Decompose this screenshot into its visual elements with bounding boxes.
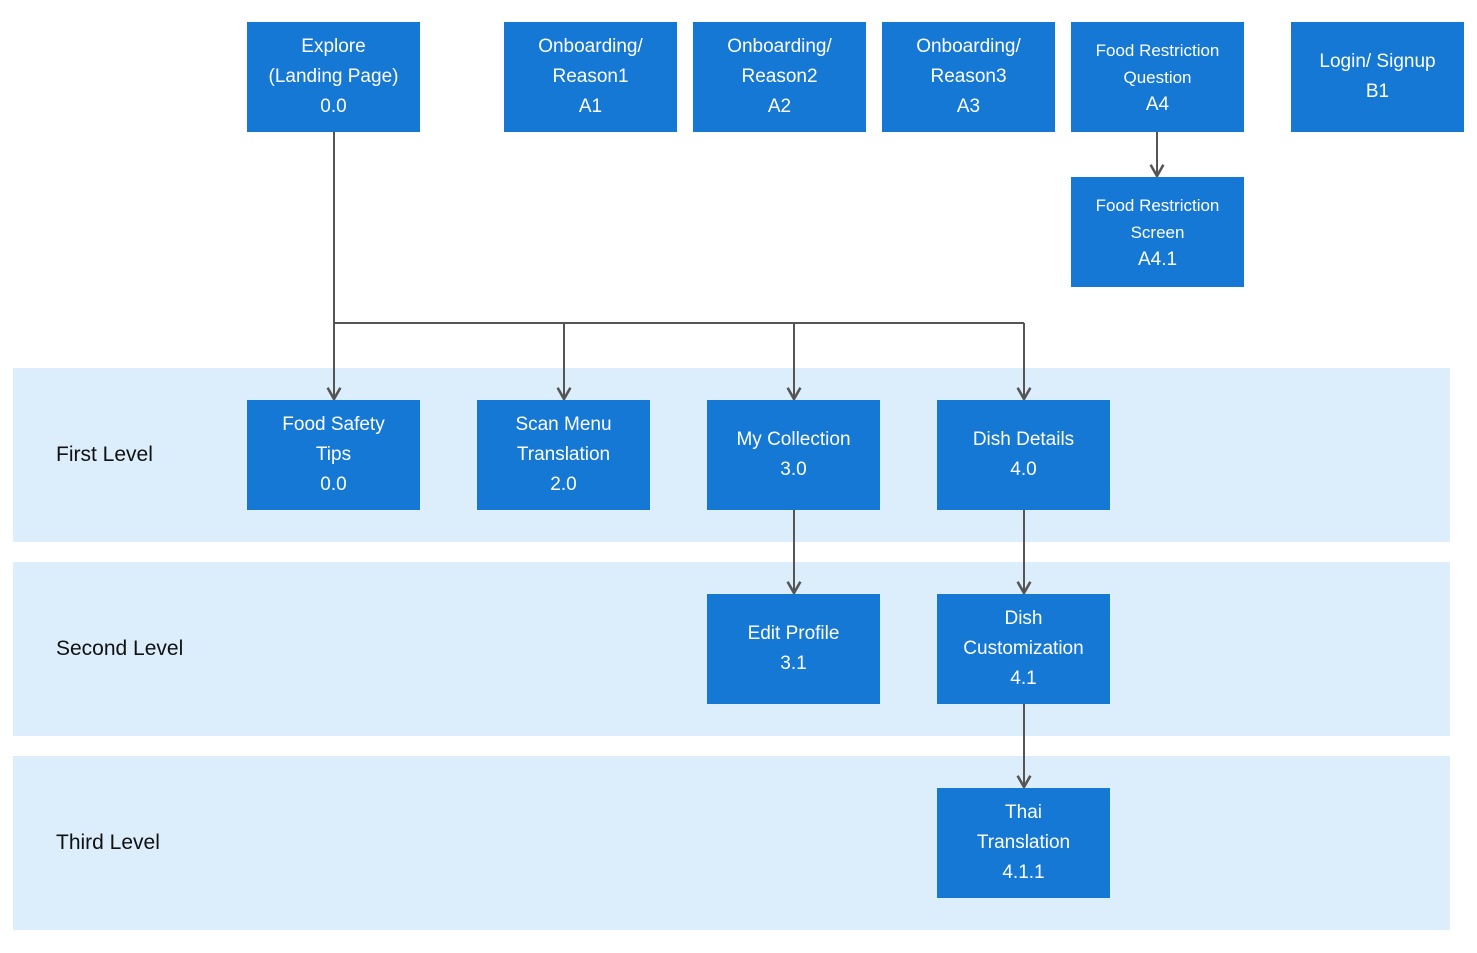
node-line1: Onboarding/ bbox=[538, 36, 643, 57]
node-line2: Translation bbox=[516, 444, 611, 465]
node-line2: Tips bbox=[315, 444, 352, 465]
node-food-restriction-screen[interactable]: Food Restriction Screen A4.1 bbox=[1071, 177, 1244, 287]
node-food-safety-tips[interactable]: Food Safety Tips 0.0 bbox=[247, 400, 420, 510]
node-line1: Food Restriction bbox=[1095, 40, 1220, 60]
node-line2: Translation bbox=[976, 832, 1071, 853]
node-line2: Reason3 bbox=[930, 66, 1007, 87]
node-line1: Login/ Signup bbox=[1319, 51, 1436, 72]
node-code: A3 bbox=[956, 96, 981, 117]
node-code: A4.1 bbox=[1137, 248, 1178, 270]
node-login-signup[interactable]: Login/ Signup B1 bbox=[1291, 22, 1464, 132]
node-line1: Edit Profile bbox=[747, 623, 840, 644]
node-line1: Explore bbox=[301, 36, 366, 57]
node-edit-profile[interactable]: Edit Profile 3.1 bbox=[707, 594, 880, 704]
node-dish-customization[interactable]: Dish Customization 4.1 bbox=[937, 594, 1110, 704]
second-level-label: Second Level bbox=[56, 637, 184, 660]
node-thai-translation[interactable]: Thai Translation 4.1.1 bbox=[937, 788, 1110, 898]
node-line2: Reason2 bbox=[741, 66, 818, 87]
node-line1: Scan Menu bbox=[515, 414, 612, 435]
node-my-collection[interactable]: My Collection 3.0 bbox=[707, 400, 880, 510]
node-line1: Thai bbox=[1005, 802, 1042, 823]
node-code: A4 bbox=[1145, 93, 1170, 115]
third-level-label: Third Level bbox=[56, 831, 160, 854]
node-dish-details[interactable]: Dish Details 4.0 bbox=[937, 400, 1110, 510]
node-code: 4.1 bbox=[1010, 668, 1037, 689]
node-onboarding-reason1[interactable]: Onboarding/ Reason1 A1 bbox=[504, 22, 677, 132]
node-line1: Dish Details bbox=[972, 429, 1075, 450]
third-level-band: Third Level bbox=[13, 756, 1450, 930]
node-line1: Onboarding/ bbox=[916, 36, 1021, 57]
node-line2: Question bbox=[1123, 67, 1192, 87]
node-food-restriction-question[interactable]: Food Restriction Question A4 bbox=[1071, 22, 1244, 132]
node-explore-landing-page[interactable]: Explore (Landing Page) 0.0 bbox=[247, 22, 420, 132]
node-code: 4.0 bbox=[1010, 459, 1037, 480]
node-code: 3.0 bbox=[780, 459, 807, 480]
node-scan-menu-translation[interactable]: Scan Menu Translation 2.0 bbox=[477, 400, 650, 510]
node-onboarding-reason2[interactable]: Onboarding/ Reason2 A2 bbox=[693, 22, 866, 132]
node-line1: My Collection bbox=[736, 429, 851, 450]
node-line2: (Landing Page) bbox=[268, 66, 399, 87]
node-code: B1 bbox=[1365, 81, 1390, 102]
node-line1: Dish bbox=[1004, 608, 1043, 629]
node-line2: Reason1 bbox=[552, 66, 629, 87]
node-line2: Screen bbox=[1130, 222, 1185, 242]
node-line1: Food Restriction bbox=[1095, 195, 1220, 215]
node-code: 3.1 bbox=[780, 653, 807, 674]
first-level-label: First Level bbox=[56, 443, 153, 466]
node-code: 0.0 bbox=[320, 96, 347, 117]
node-code: 0.0 bbox=[320, 474, 347, 495]
node-line2: Customization bbox=[963, 638, 1084, 659]
node-code: A2 bbox=[767, 96, 792, 117]
node-line1: Onboarding/ bbox=[727, 36, 832, 57]
node-code: A1 bbox=[578, 96, 603, 117]
node-code: 2.0 bbox=[550, 474, 577, 495]
node-line1: Food Safety bbox=[282, 414, 385, 435]
node-code: 4.1.1 bbox=[1002, 862, 1045, 883]
node-onboarding-reason3[interactable]: Onboarding/ Reason3 A3 bbox=[882, 22, 1055, 132]
